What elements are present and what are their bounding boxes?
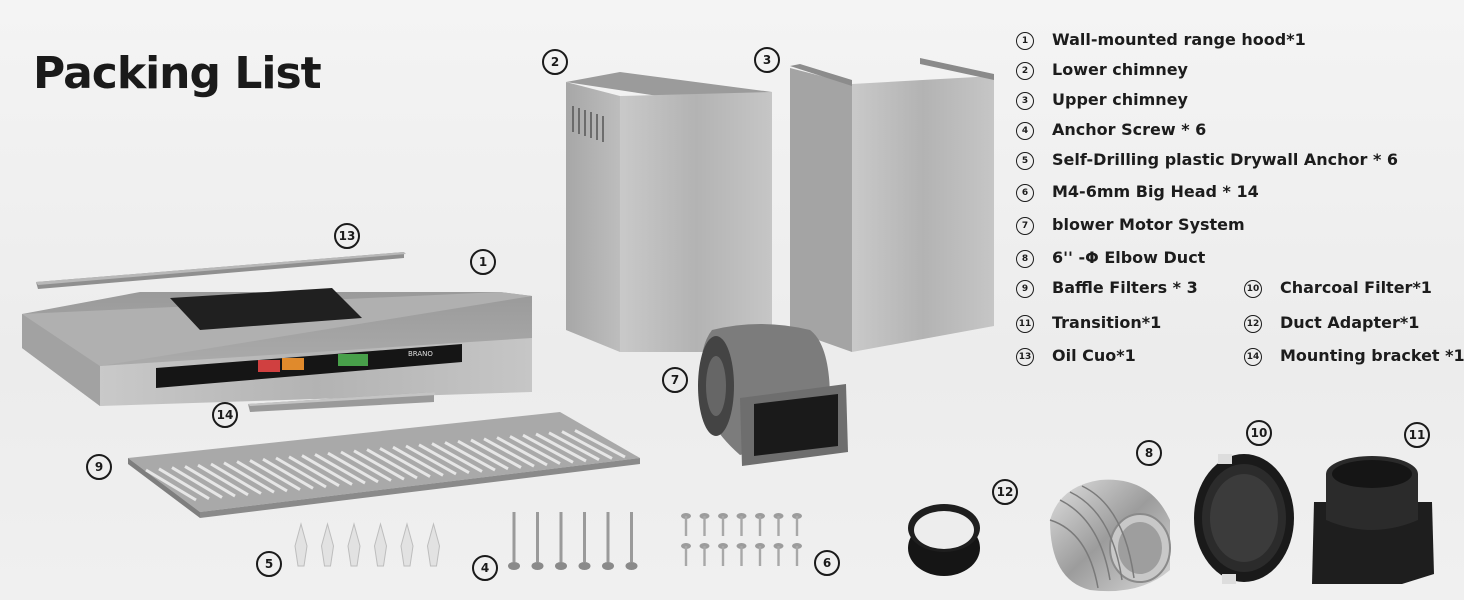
mounting-bracket-part	[248, 392, 436, 412]
callout-14: 14	[212, 402, 238, 428]
callout-10: 10	[1246, 420, 1272, 446]
callout-1: 1	[470, 249, 496, 275]
duct-adapter-part	[908, 504, 980, 576]
callout-9: 9	[86, 454, 112, 480]
callout-2: 2	[542, 49, 568, 75]
range-hood-part: BRANO	[22, 288, 532, 406]
callout-12: 12	[992, 479, 1018, 505]
drywall-anchors-part	[294, 522, 441, 567]
baffle-filters-part	[128, 412, 640, 518]
callout-8: 8	[1136, 440, 1162, 466]
callout-13: 13	[334, 223, 360, 249]
hood-brand-label: BRANO	[408, 350, 433, 358]
callout-4: 4	[472, 555, 498, 581]
callout-3: 3	[754, 47, 780, 73]
lower-chimney-part	[566, 72, 772, 352]
blower-motor-part	[698, 324, 848, 466]
transition-part	[1312, 456, 1434, 584]
charcoal-filter-part	[1194, 454, 1294, 584]
anchor-screws-part	[508, 512, 638, 570]
small-screws-part	[681, 513, 802, 566]
oil-cup-part	[36, 252, 406, 289]
callout-5: 5	[256, 551, 282, 577]
callout-6: 6	[814, 550, 840, 576]
callout-11: 11	[1404, 422, 1430, 448]
upper-chimney-part	[790, 58, 994, 352]
page-title: Packing List	[33, 48, 322, 99]
callout-7: 7	[662, 367, 688, 393]
elbow-duct-part	[1049, 479, 1171, 592]
